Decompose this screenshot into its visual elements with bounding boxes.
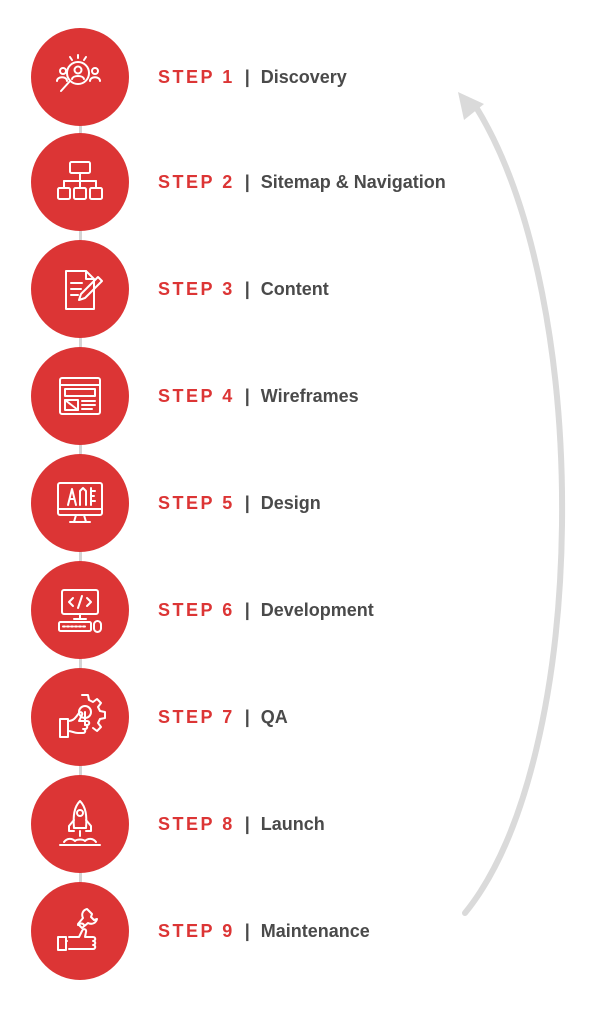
- step-7-label: STEP 7 | QA: [158, 668, 288, 766]
- step-number: STEP 2: [158, 171, 235, 192]
- separator: |: [244, 706, 250, 727]
- step-1: STEP 1 | Discovery: [0, 28, 600, 126]
- step-number: STEP 5: [158, 492, 235, 513]
- gear-hand-icon: [59, 694, 106, 738]
- step-6-badge: [31, 561, 129, 659]
- document-pen-icon: [65, 270, 103, 310]
- separator: |: [244, 278, 250, 299]
- separator: |: [244, 385, 250, 406]
- step-6-label: STEP 6 | Development: [158, 561, 374, 659]
- step-number: STEP 4: [158, 385, 235, 406]
- wireframe-layout-icon: [59, 377, 101, 415]
- step-title: Wireframes: [260, 385, 359, 406]
- step-4-badge: [31, 347, 129, 445]
- step-7-badge: [31, 668, 129, 766]
- step-number: STEP 3: [158, 278, 235, 299]
- step-8-label: STEP 8 | Launch: [158, 775, 325, 873]
- step-2-badge: [31, 133, 129, 231]
- separator: |: [244, 813, 250, 834]
- step-9: STEP 9 | Maintenance: [0, 882, 600, 980]
- discovery-search-people-icon: [56, 54, 101, 92]
- step-number: STEP 6: [158, 599, 235, 620]
- step-3-badge: [31, 240, 129, 338]
- step-9-badge: [31, 882, 129, 980]
- step-number: STEP 1: [158, 66, 235, 87]
- step-4: STEP 4 | Wireframes: [0, 347, 600, 445]
- separator: |: [244, 66, 250, 87]
- step-3-label: STEP 3 | Content: [158, 240, 329, 338]
- separator: |: [244, 920, 250, 941]
- step-title: Discovery: [260, 66, 347, 87]
- step-number: STEP 8: [158, 813, 235, 834]
- separator: |: [244, 492, 250, 513]
- step-2: STEP 2 | Sitemap & Navigation: [0, 133, 600, 231]
- step-5-badge: [31, 454, 129, 552]
- step-title: Sitemap & Navigation: [260, 171, 446, 192]
- step-title: QA: [260, 706, 288, 727]
- step-2-label: STEP 2 | Sitemap & Navigation: [158, 133, 446, 231]
- wrench-thumbs-up-icon: [57, 908, 98, 951]
- step-6: STEP 6 | Development: [0, 561, 600, 659]
- sitemap-hierarchy-icon: [57, 161, 103, 200]
- step-number: STEP 7: [158, 706, 235, 727]
- step-title: Launch: [260, 813, 325, 834]
- step-4-label: STEP 4 | Wireframes: [158, 347, 359, 445]
- separator: |: [244, 599, 250, 620]
- step-3: STEP 3 | Content: [0, 240, 600, 338]
- step-title: Maintenance: [260, 920, 370, 941]
- rocket-launch-icon: [59, 800, 101, 846]
- step-title: Development: [260, 599, 374, 620]
- design-monitor-tools-icon: [57, 482, 103, 523]
- step-title: Design: [260, 492, 321, 513]
- step-5-label: STEP 5 | Design: [158, 454, 321, 552]
- separator: |: [244, 171, 250, 192]
- step-1-badge: [31, 28, 129, 126]
- step-5: STEP 5 | Design: [0, 454, 600, 552]
- step-number: STEP 9: [158, 920, 235, 941]
- step-7: STEP 7 | QA: [0, 668, 600, 766]
- step-9-label: STEP 9 | Maintenance: [158, 882, 370, 980]
- step-title: Content: [260, 278, 329, 299]
- step-1-label: STEP 1 | Discovery: [158, 28, 347, 126]
- code-computer-icon: [58, 589, 102, 633]
- step-8-badge: [31, 775, 129, 873]
- step-8: STEP 8 | Launch: [0, 775, 600, 873]
